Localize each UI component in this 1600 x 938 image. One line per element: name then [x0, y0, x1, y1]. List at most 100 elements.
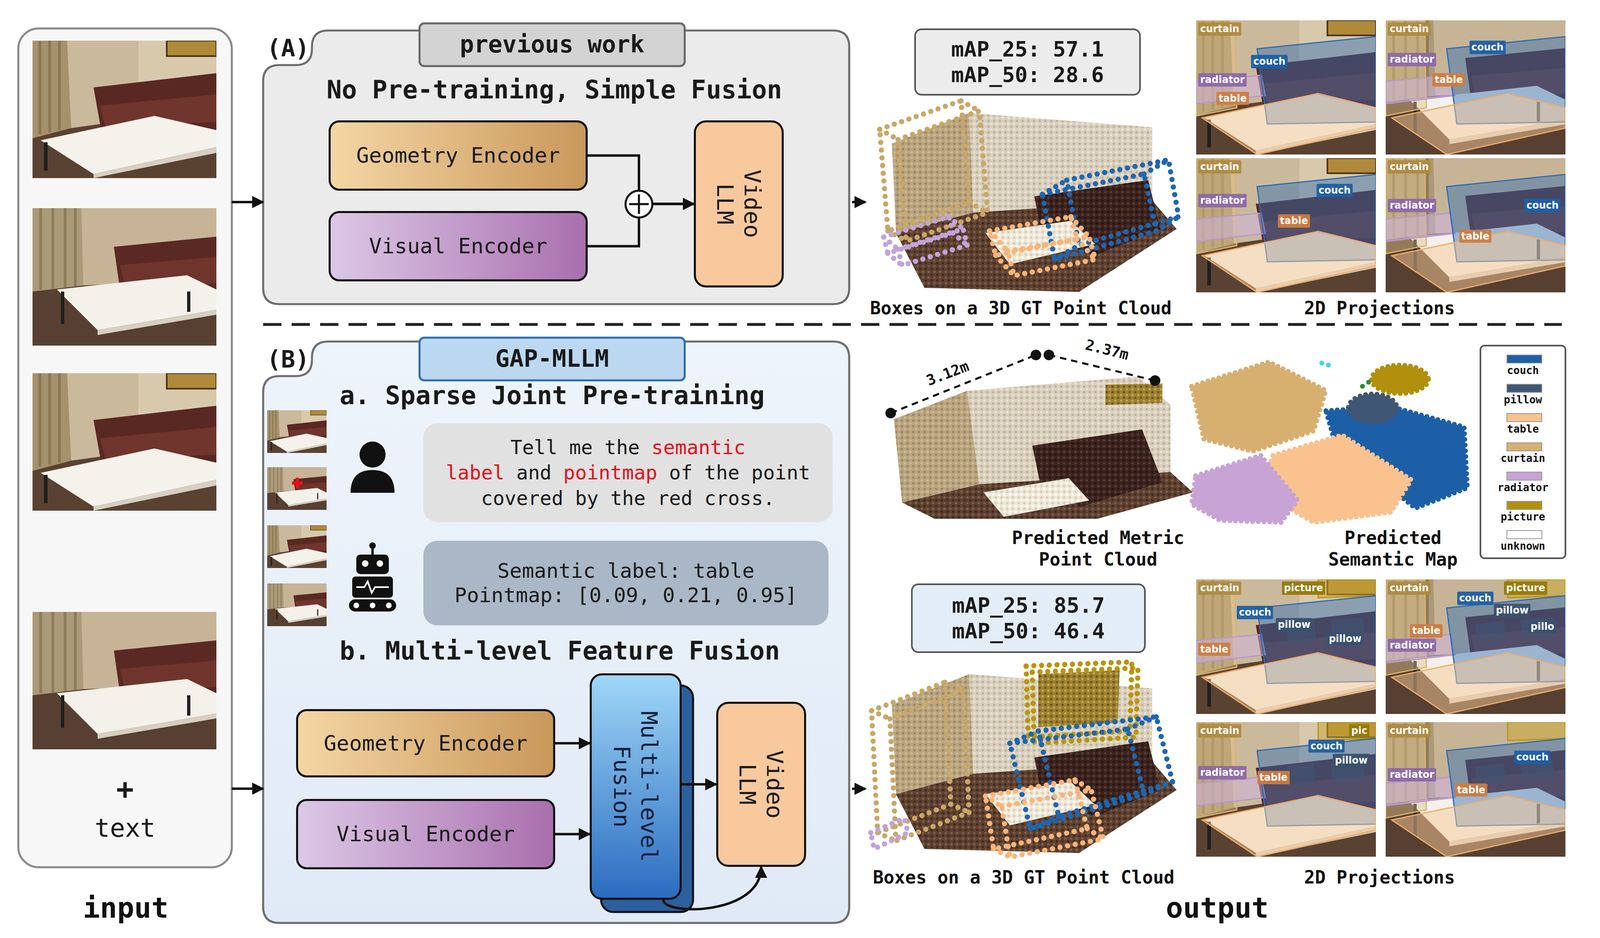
semantic-map	[1371, 365, 1429, 394]
object-tag: pillow	[1275, 618, 1313, 632]
input-panel: +text	[18, 28, 232, 868]
object-tag: table	[1257, 771, 1290, 785]
point-cloud	[1001, 790, 1104, 858]
legend-text: curtain	[1481, 452, 1565, 465]
legend-text: pillow	[1481, 393, 1565, 407]
object-tag: radiator	[1387, 198, 1437, 213]
robot-icon	[356, 581, 389, 593]
point-cloud	[1009, 717, 1173, 829]
dimension-line	[1048, 355, 1156, 381]
semantic-map	[1191, 360, 1468, 523]
legend-text: picture	[1481, 510, 1565, 524]
projection-image	[1385, 579, 1566, 715]
robot-icon	[348, 599, 397, 612]
object-tag: pic	[1349, 724, 1370, 738]
caption-label: Predicted Semantic Map	[1323, 527, 1463, 571]
node-text: mAP_25: 85.7	[952, 592, 1106, 619]
legend-swatch	[1506, 413, 1543, 423]
thumbnail-frames	[267, 467, 327, 511]
node-text: Video LLM	[711, 159, 766, 249]
sum-symbol	[625, 190, 653, 218]
node-text: Pointmap: [0.09, 0.21, 0.95]	[454, 583, 798, 608]
point-cloud	[870, 818, 909, 850]
legend-text: unknown	[1481, 540, 1565, 553]
node-text: No Pre-training, Simple Fusion	[326, 74, 783, 105]
legend-swatch	[1506, 383, 1543, 393]
metric-point-cloud	[1105, 383, 1163, 406]
encoder-box: Visual Encoder	[328, 211, 588, 282]
point-cloud	[989, 216, 1077, 256]
node-text: (A)	[266, 34, 310, 64]
point-cloud	[1026, 662, 1138, 744]
point-cloud	[1038, 717, 1173, 817]
caption-label: 2.37m	[1083, 335, 1131, 364]
object-tag: radiator	[1387, 638, 1437, 653]
fusion-box: Multi-level Fusion	[589, 673, 682, 901]
object-tag: curtain	[1198, 724, 1242, 738]
node-text: previous work	[459, 30, 645, 59]
object-tag: pillo	[1528, 620, 1557, 634]
robot-icon	[353, 602, 360, 609]
object-tag: radiator	[1387, 768, 1437, 782]
point-cloud	[985, 780, 1088, 850]
projection-image	[1385, 722, 1566, 857]
semantic-map	[1360, 383, 1365, 389]
projection-image	[1196, 579, 1376, 715]
llm-box: Video LLM	[693, 120, 784, 288]
object-tag: curtain	[1198, 160, 1242, 174]
projection-image	[1385, 158, 1566, 293]
caption-label: Boxes on a 3D GT Point Cloud	[869, 297, 1172, 320]
point-cloud	[879, 100, 1179, 293]
object-tag: couch	[1524, 198, 1561, 213]
point-cloud	[870, 818, 909, 850]
object-tag: radiator	[1387, 52, 1437, 67]
node-text: Geometry Encoder	[356, 142, 561, 168]
projection-image	[1196, 722, 1376, 857]
legend-box: couchpillowtablecurtainradiatorpictureun…	[1479, 344, 1567, 560]
encoder-box: Geometry Encoder	[328, 120, 588, 191]
object-tag: table	[1459, 229, 1492, 244]
metric-point-cloud	[983, 478, 1090, 517]
method-panel: (B)a. Sparse Joint Pre-trainingb. Multi-…	[263, 341, 850, 924]
object-tag: curtain	[1387, 160, 1431, 174]
point-cloud	[985, 780, 1104, 858]
legend-text: table	[1481, 422, 1565, 436]
point-cloud	[871, 682, 970, 842]
input-panel-bg	[18, 28, 232, 868]
robot-icon	[369, 542, 376, 550]
point-cloud	[883, 216, 968, 266]
input-panel-bg	[32, 612, 217, 750]
object-tag: radiator	[1198, 766, 1247, 780]
object-tag: radiator	[1198, 194, 1247, 208]
caption-label: 2D Projections	[1304, 867, 1456, 889]
robot-icon	[385, 602, 392, 609]
node-text: +	[18, 771, 232, 807]
text-line: Tell me thesemantic labelandpointmapof t…	[441, 434, 815, 511]
output-arrow	[852, 200, 866, 204]
object-tag: curtain	[1198, 581, 1242, 596]
object-tag: curtain	[1387, 22, 1431, 36]
user-icon	[359, 441, 386, 468]
object-tag: pillow	[1493, 603, 1531, 618]
object-tag: couch	[1316, 183, 1353, 198]
object-tag: curtain	[1198, 22, 1242, 36]
object-tag: table	[1455, 783, 1488, 798]
user-icon	[350, 441, 395, 493]
object-tag: couch	[1251, 54, 1288, 69]
arrow-connector	[555, 833, 590, 836]
input-panel-bg	[32, 208, 217, 346]
node-text: Visual Encoder	[368, 233, 548, 259]
object-tag: table	[1216, 91, 1249, 106]
node-text: a. Sparse Joint Pre-training	[339, 380, 765, 411]
point-cloud	[898, 228, 968, 266]
node-text: (B)	[266, 345, 310, 375]
caption-label: Boxes on a 3D GT Point Cloud	[872, 867, 1175, 889]
legend-swatch	[1506, 501, 1543, 511]
metric-box: mAP_25: 85.7mAP_50: 46.4	[911, 583, 1146, 654]
point-cloud	[871, 682, 970, 842]
object-tag: picture	[1504, 581, 1548, 596]
object-tag: couch	[1514, 750, 1551, 765]
legend-swatch	[1506, 471, 1543, 481]
semantic-map	[1191, 455, 1298, 523]
projection-image	[1196, 158, 1376, 293]
